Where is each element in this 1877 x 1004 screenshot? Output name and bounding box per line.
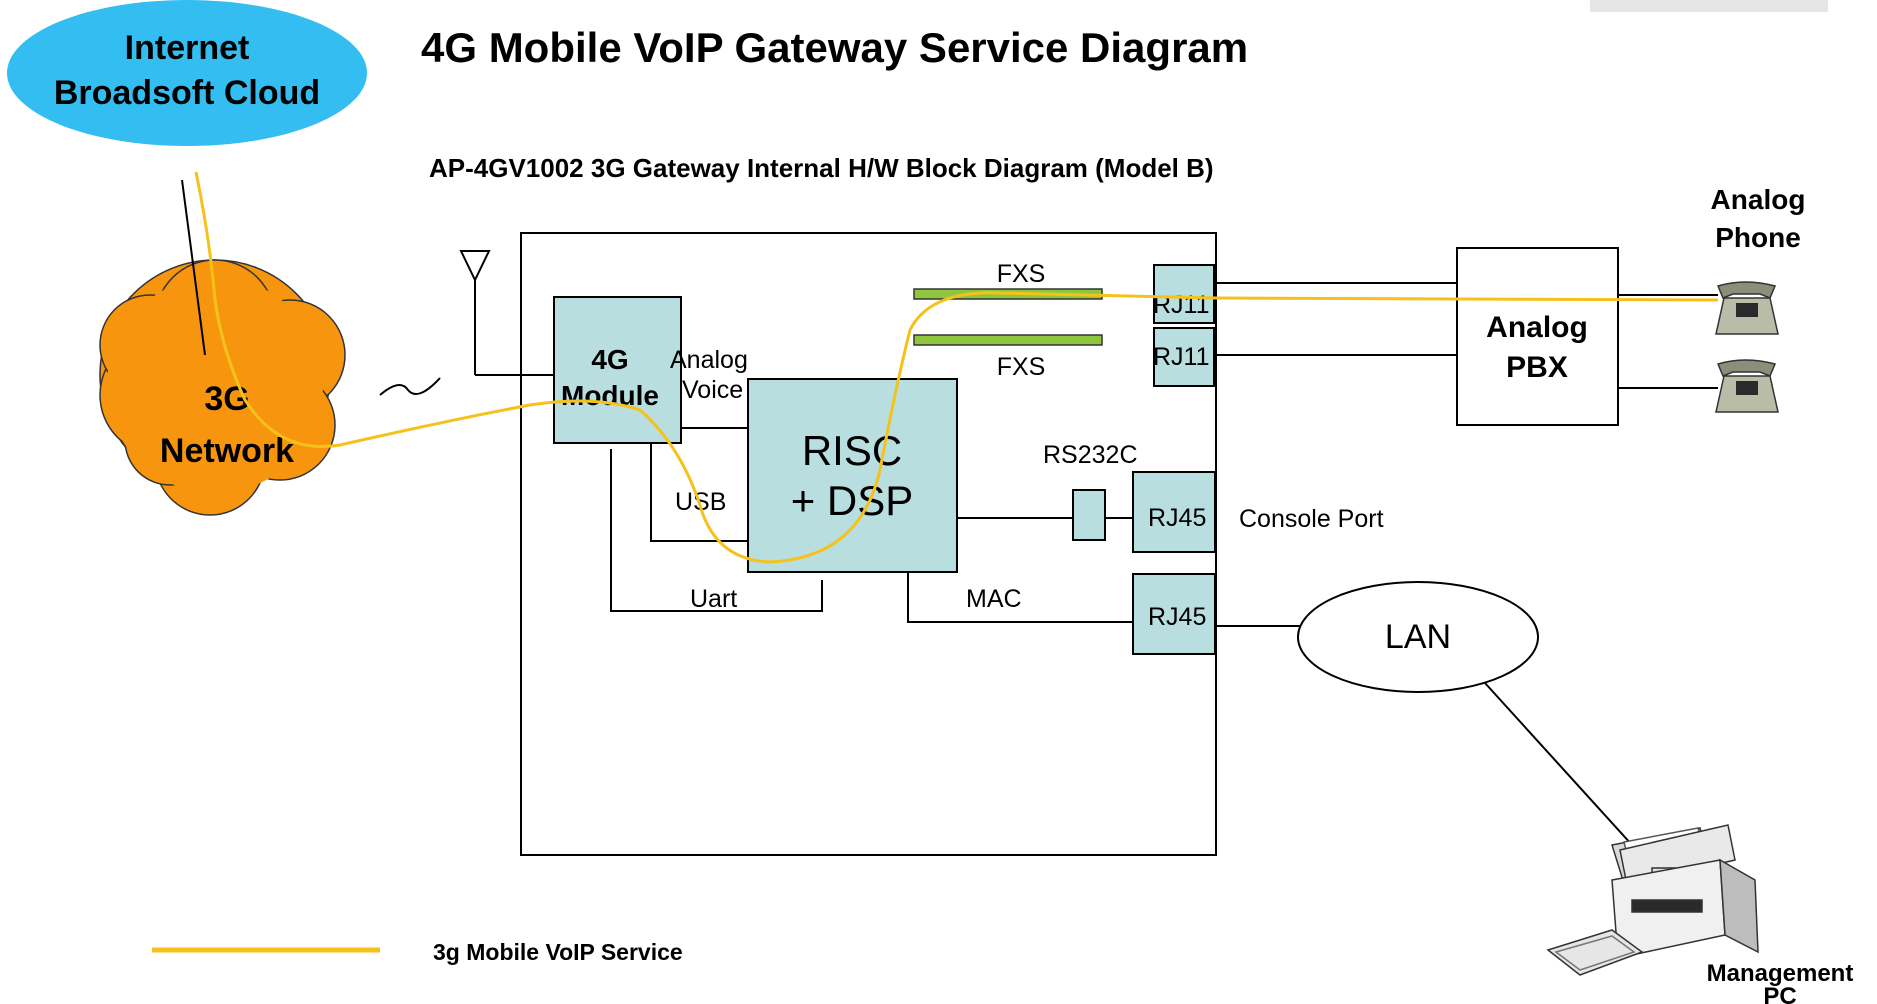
diagram-subtitle: AP-4GV1002 3G Gateway Internal H/W Block… [429,153,1214,183]
pc-line1: Management [1707,960,1854,987]
rj11-port-1 [1153,264,1215,324]
analog-voice-line2: Voice [682,376,743,404]
pbx-line2: PBX [1506,351,1568,384]
console-port-label: Console Port [1239,505,1384,533]
rj11-port-2-label: RJ11 [1153,343,1210,371]
rj11-port-1-label: RJ11 [1153,291,1210,319]
fxs-bottom-label: FXS [997,353,1046,381]
rj45-lan-label: RJ45 [1148,603,1206,631]
rj11-pbx-wiring [1214,282,1718,389]
rs232c-label: RS232C [1043,441,1138,469]
antenna-icon [459,250,556,376]
fxs-bar-bottom [913,334,1103,346]
pbx-line1: Analog [1486,311,1588,344]
mac-label: MAC [966,585,1022,613]
phone-line2: Phone [1715,222,1801,253]
analog-voice-line1: Analog [670,346,748,374]
uart-label: Uart [690,585,737,613]
rj45-console-port [1132,471,1216,553]
module-cpu-wiring [610,427,823,612]
analog-phone-icon [1715,359,1779,413]
analog-phone-icon [1715,281,1779,335]
legend-label: 3g Mobile VoIP Service [433,939,683,965]
internet-cloud-line2: Broadsoft Cloud [54,74,320,112]
management-pc-icon [1546,824,1759,976]
pc-line2: PC [1763,983,1796,1004]
cpu-block [747,378,958,573]
internet-cloud-line1: Internet [125,29,250,67]
rj11-port-2 [1153,327,1215,387]
lan-cloud [1297,581,1539,693]
internet-network-link [181,179,206,356]
lan-label: LAN [1385,618,1451,656]
wireless-squiggle [379,377,441,396]
page-title: 4G Mobile VoIP Gateway Service Diagram [421,24,1248,71]
lan-pc-link [1484,682,1653,868]
internet-cloud [7,0,367,146]
fxs-top-label: FXS [997,260,1046,288]
cpu-mac-link [907,572,1133,623]
corner-tab [1590,0,1828,12]
cpu-line2: + DSP [791,477,914,524]
phone-line1: Analog [1711,184,1806,215]
analog-pbx [1456,247,1619,426]
rj45-console-label: RJ45 [1148,504,1206,532]
rs232c-connector [1072,489,1106,541]
network-cloud-line1: 3G [204,380,249,418]
module-4g-line1: 4G [591,344,628,375]
network-cloud-line2: Network [160,432,294,470]
rj45-lan-port [1132,573,1216,655]
voip-service-path [194,171,1719,564]
module-4g-line2: Module [561,380,659,411]
module-4g [553,296,682,444]
